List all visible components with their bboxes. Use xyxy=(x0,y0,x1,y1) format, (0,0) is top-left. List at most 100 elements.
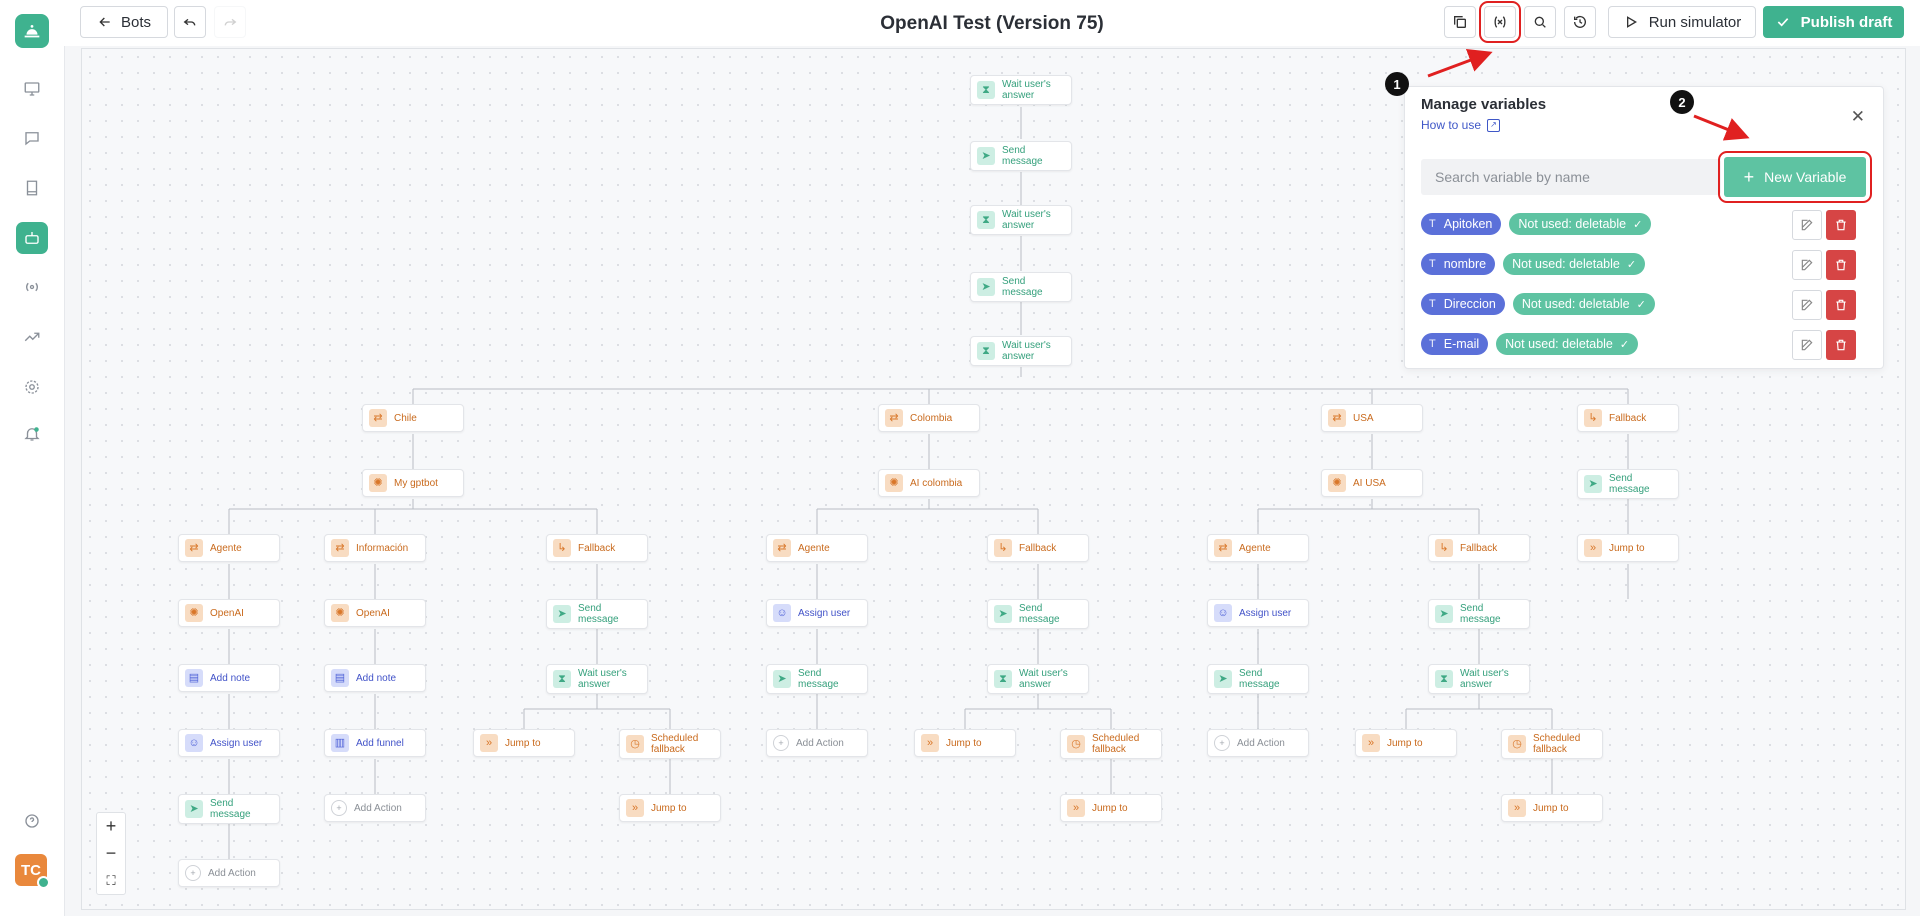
flow-node[interactable]: ⧗Wait user's answer xyxy=(1428,664,1530,694)
flow-node[interactable]: ⇄Colombia xyxy=(878,404,980,432)
flow-node[interactable]: »Jump to xyxy=(1577,534,1679,562)
node-label: Wait user's answer xyxy=(578,668,627,690)
edit-variable-button[interactable] xyxy=(1792,330,1822,360)
flow-node[interactable]: ➤Send message xyxy=(178,794,280,824)
flow-node[interactable]: ↳Fallback xyxy=(1428,534,1530,562)
flow-node[interactable]: ⇄Información xyxy=(324,534,426,562)
back-to-bots-button[interactable]: Bots xyxy=(80,6,168,38)
delete-variable-button[interactable] xyxy=(1826,330,1856,360)
flow-node[interactable]: »Jump to xyxy=(1501,794,1603,822)
flow-node[interactable]: ⧗Wait user's answer xyxy=(987,664,1089,694)
flow-node[interactable]: ↳Fallback xyxy=(987,534,1089,562)
help-button[interactable] xyxy=(16,805,48,837)
new-variable-button[interactable]: +New Variable xyxy=(1718,151,1872,203)
flow-node[interactable]: ⇄Agente xyxy=(178,534,280,562)
publish-draft-button[interactable]: Publish draft xyxy=(1763,6,1904,38)
node-label: Add Action xyxy=(208,867,256,879)
flow-node[interactable]: ⧗Wait user's answer xyxy=(546,664,648,694)
trash-icon xyxy=(1836,339,1846,351)
flow-node[interactable]: ◷Scheduled fallback xyxy=(1060,729,1162,759)
annotation-badge-1: 1 xyxy=(1385,72,1409,96)
sidebar-item-contacts[interactable] xyxy=(16,172,48,204)
flow-node[interactable]: ➤Send message xyxy=(766,664,868,694)
delete-variable-button[interactable] xyxy=(1826,290,1856,320)
redo-button[interactable] xyxy=(214,6,246,38)
flow-node[interactable]: »Jump to xyxy=(1355,729,1457,757)
manage-variables-button[interactable] xyxy=(1479,1,1521,43)
hourglass-icon: ⧗ xyxy=(1435,670,1453,688)
flow-node[interactable]: ⇄Agente xyxy=(766,534,868,562)
edit-variable-button[interactable] xyxy=(1792,290,1822,320)
zoom-out-button[interactable]: − xyxy=(105,843,117,863)
flow-node[interactable]: ☺Assign user xyxy=(1207,599,1309,627)
flow-node[interactable]: »Jump to xyxy=(473,729,575,757)
add-action-node[interactable]: +Add Action xyxy=(178,859,280,887)
sidebar-item-bots[interactable] xyxy=(16,222,48,254)
delete-variable-button[interactable] xyxy=(1826,210,1856,240)
edit-variable-button[interactable] xyxy=(1792,210,1822,240)
add-action-node[interactable]: +Add Action xyxy=(324,794,426,822)
flow-node[interactable]: ▤Add note xyxy=(324,664,426,692)
sidebar-item-settings[interactable] xyxy=(16,371,48,403)
sidebar-item-analytics[interactable] xyxy=(16,321,48,353)
delete-variable-button[interactable] xyxy=(1826,250,1856,280)
flow-node[interactable]: ▥Add funnel xyxy=(324,729,426,757)
plus-circle-icon: + xyxy=(1214,735,1230,751)
fit-view-button[interactable]: ⛶ xyxy=(106,872,116,888)
flow-node[interactable]: ↳Fallback xyxy=(1577,404,1679,432)
flow-node[interactable]: ⇄USA xyxy=(1321,404,1423,432)
flow-node[interactable]: ➤Send message xyxy=(1207,664,1309,694)
flow-node[interactable]: ☺Assign user xyxy=(766,599,868,627)
sidebar-item-notifications[interactable] xyxy=(16,418,48,450)
flow-node[interactable]: ⇄Agente xyxy=(1207,534,1309,562)
flow-node[interactable]: ⇄Chile xyxy=(362,404,464,432)
flow-node[interactable]: ◷Scheduled fallback xyxy=(1501,729,1603,759)
flow-node[interactable]: »Jump to xyxy=(914,729,1016,757)
how-to-use-link[interactable]: How to use↗ xyxy=(1421,118,1501,132)
flow-node[interactable]: ☺Assign user xyxy=(178,729,280,757)
app-logo[interactable] xyxy=(15,14,49,48)
add-action-node[interactable]: +Add Action xyxy=(766,729,868,757)
node-label: Send message xyxy=(1460,603,1501,625)
history-button[interactable] xyxy=(1564,6,1596,38)
flow-node[interactable]: ✺OpenAI xyxy=(324,599,426,627)
flow-node[interactable]: ⧗Wait user's answer xyxy=(970,205,1072,235)
search-button[interactable] xyxy=(1524,6,1556,38)
flow-node[interactable]: ➤Send message xyxy=(1577,469,1679,499)
edit-variable-button[interactable] xyxy=(1792,250,1822,280)
flow-node[interactable]: ✺AI colombia xyxy=(878,469,980,497)
flow-node[interactable]: ↳Fallback xyxy=(546,534,648,562)
sidebar-item-dashboard[interactable] xyxy=(16,73,48,105)
node-label: Send message xyxy=(578,603,619,625)
flow-node[interactable]: ◷Scheduled fallback xyxy=(619,729,721,759)
flow-node[interactable]: »Jump to xyxy=(619,794,721,822)
flow-node[interactable]: ➤Send message xyxy=(1428,599,1530,629)
flow-node[interactable]: ➤Send message xyxy=(546,599,648,629)
flow-node[interactable]: ▤Add note xyxy=(178,664,280,692)
sidebar-item-conversations[interactable] xyxy=(16,122,48,154)
node-label: Assign user xyxy=(798,607,851,619)
user-avatar[interactable]: TC xyxy=(15,854,50,889)
flow-node[interactable]: ✺AI USA xyxy=(1321,469,1423,497)
flow-node[interactable]: ➤Send message xyxy=(970,272,1072,302)
undo-button[interactable] xyxy=(174,6,206,38)
copy-button[interactable] xyxy=(1444,6,1476,38)
flow-node[interactable]: ➤Send message xyxy=(970,141,1072,171)
flow-node[interactable]: ✺My gptbot xyxy=(362,469,464,497)
close-icon[interactable]: ✕ xyxy=(1850,107,1865,126)
flow-node[interactable]: ⧗Wait user's answer xyxy=(970,336,1072,366)
sidebar-item-broadcasts[interactable] xyxy=(16,271,48,303)
zoom-in-button[interactable]: + xyxy=(105,816,117,836)
search-variable-input[interactable] xyxy=(1421,159,1721,195)
flow-node[interactable]: »Jump to xyxy=(1060,794,1162,822)
flow-node[interactable]: ⧗Wait user's answer xyxy=(970,75,1072,105)
flow-node[interactable]: ➤Send message xyxy=(987,599,1089,629)
add-action-node[interactable]: +Add Action xyxy=(1207,729,1309,757)
run-simulator-button[interactable]: Run simulator xyxy=(1608,6,1756,38)
flow-node[interactable]: ✺OpenAI xyxy=(178,599,280,627)
